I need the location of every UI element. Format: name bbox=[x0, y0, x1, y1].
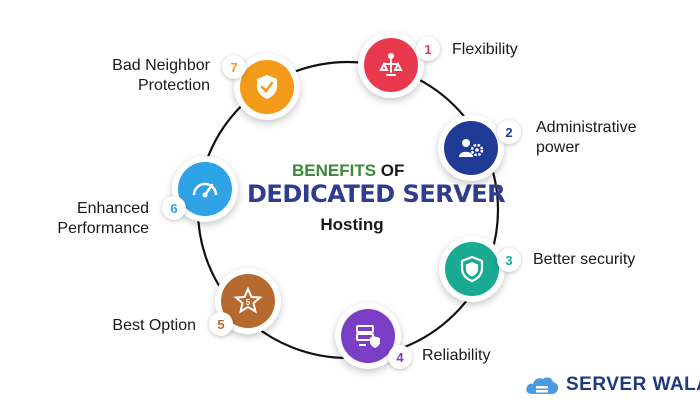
flexibility-disc bbox=[364, 38, 418, 92]
label-flexibility: Flexibility bbox=[452, 40, 518, 60]
flexibility-node bbox=[358, 32, 424, 98]
label-line: Better security bbox=[533, 251, 636, 268]
label-line: Administrative bbox=[536, 119, 637, 136]
brand-name: SERVER WALA bbox=[566, 374, 700, 395]
label-line: Protection bbox=[137, 77, 210, 94]
badge-5: 5 bbox=[209, 312, 233, 336]
label-line: power bbox=[536, 139, 580, 156]
shield-icon bbox=[460, 255, 484, 283]
bad-neighbor-protection-disc bbox=[240, 60, 294, 114]
label-line: Bad Neighbor bbox=[112, 57, 210, 74]
shield-check-icon bbox=[257, 75, 277, 99]
star-badge-icon: 5 bbox=[233, 286, 263, 314]
better-security-disc bbox=[445, 242, 499, 296]
title-benefits: BENEFITS OF bbox=[292, 161, 404, 181]
balance-person-icon bbox=[379, 53, 403, 76]
label-better-security: Better security bbox=[533, 250, 635, 270]
label-enhanced-performance: Enhanced Performance bbox=[57, 199, 149, 239]
badge-7: 7 bbox=[222, 55, 246, 79]
label-line: Reliability bbox=[422, 347, 491, 364]
admin-gears-icon bbox=[459, 139, 484, 157]
label-reliability: Reliability bbox=[422, 346, 490, 366]
title-benefits-word: BENEFITS bbox=[292, 161, 377, 180]
label-line: Best Option bbox=[112, 317, 196, 334]
badge-3: 3 bbox=[497, 248, 521, 272]
title-main: DEDICATED SERVER bbox=[247, 180, 506, 208]
badge-1: 1 bbox=[416, 37, 440, 61]
server-wala-logo: SERVER WALA bbox=[524, 373, 700, 397]
label-best-option: Best Option bbox=[112, 316, 196, 336]
enhanced-performance-disc bbox=[178, 162, 232, 216]
title-sub: Hosting bbox=[320, 215, 384, 234]
star-badge-text: 5 bbox=[246, 298, 251, 307]
label-administrative-power: Administrative power bbox=[536, 118, 636, 158]
better-security-node bbox=[439, 236, 505, 302]
badge-4: 4 bbox=[388, 345, 412, 369]
title-of-word: OF bbox=[380, 161, 405, 180]
administrative-power-disc bbox=[444, 121, 498, 175]
label-line: Performance bbox=[57, 220, 149, 237]
administrative-power-node bbox=[438, 115, 504, 181]
label-line: Enhanced bbox=[76, 200, 149, 217]
badge-2: 2 bbox=[497, 120, 521, 144]
badge-6: 6 bbox=[162, 196, 186, 220]
secure-server-icon bbox=[356, 325, 380, 348]
cloud-icon bbox=[526, 377, 559, 394]
speedometer-icon bbox=[192, 182, 218, 198]
label-bad-neighbor-protection: Bad Neighbor Protection bbox=[112, 56, 210, 96]
reliability-disc bbox=[341, 309, 395, 363]
label-line: Flexibility bbox=[452, 41, 518, 58]
